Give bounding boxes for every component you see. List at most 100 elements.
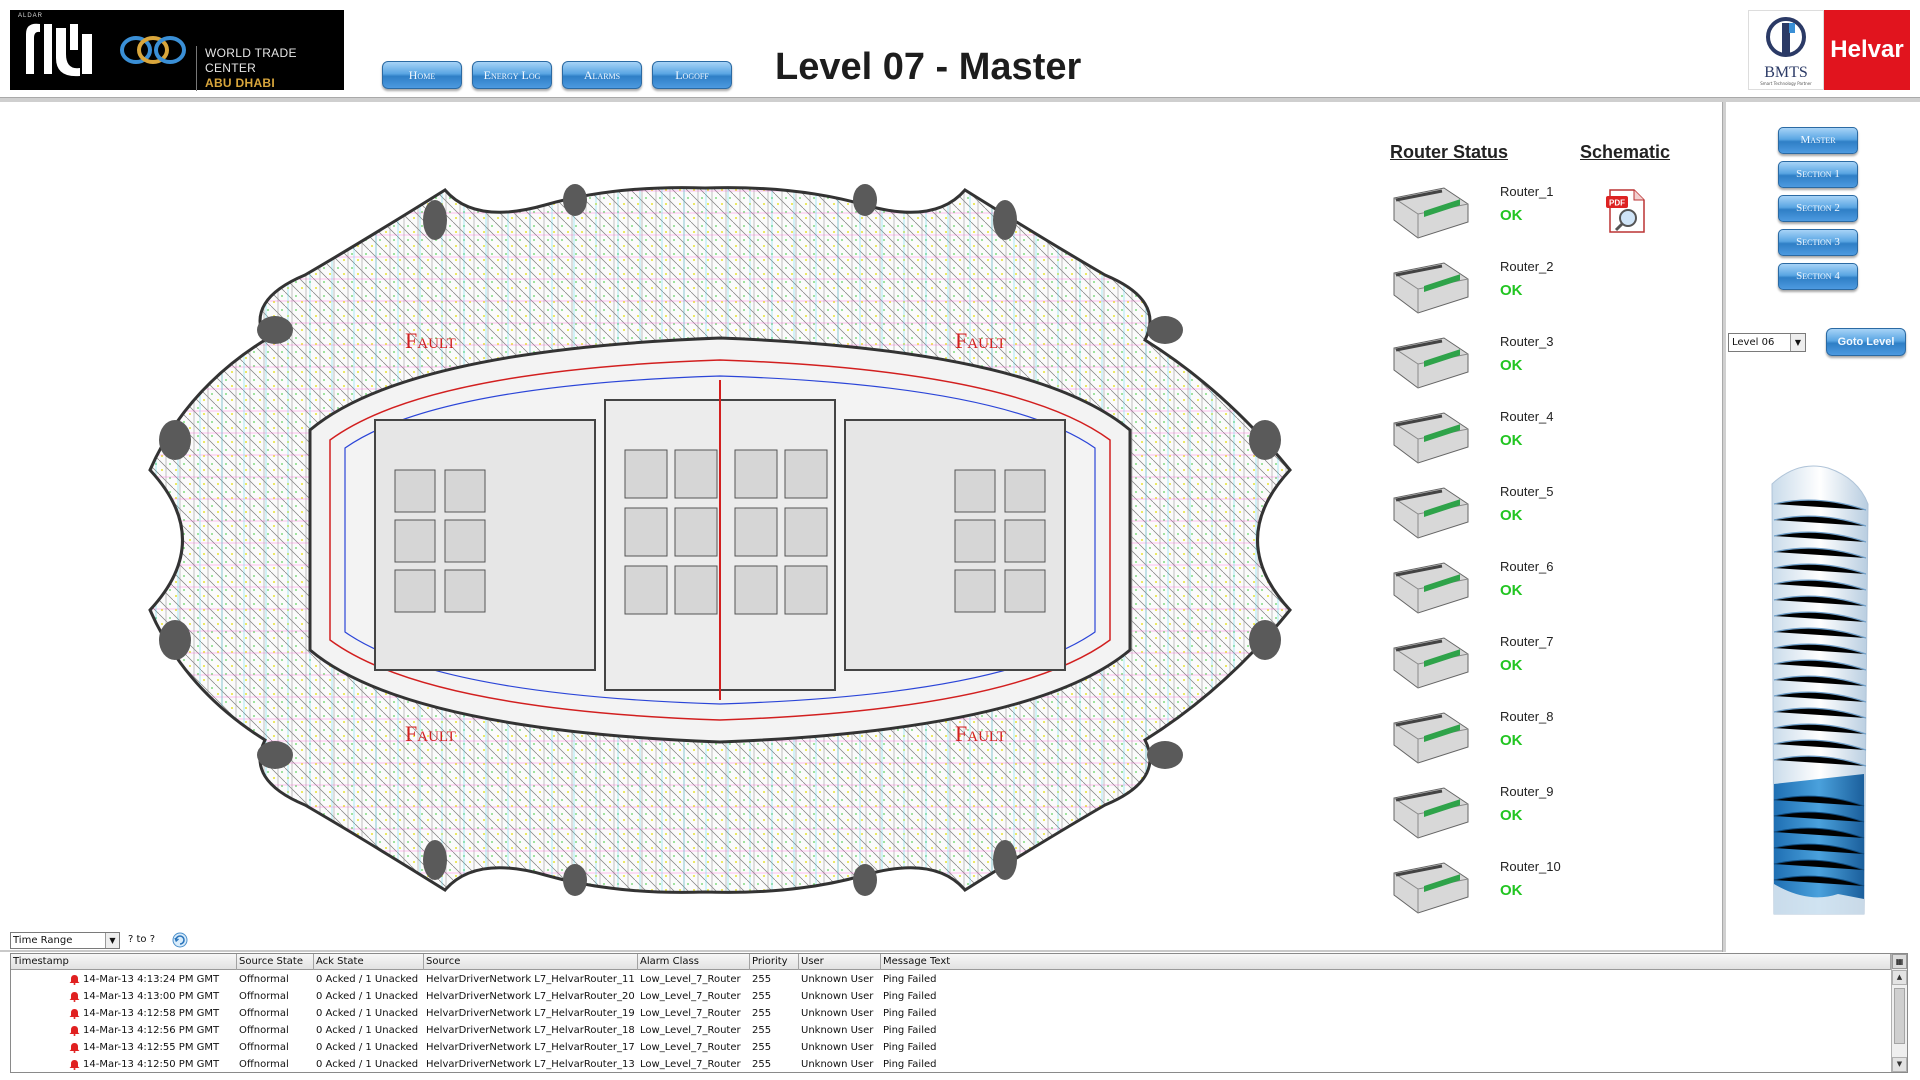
column-menu-icon[interactable]: ▦ <box>1892 954 1907 969</box>
aldar-logo-icon <box>26 23 92 77</box>
cell-timestamp: 14-Mar-13 4:13:00 PM GMT <box>83 991 220 1002</box>
router-device-icon <box>1393 487 1469 539</box>
alarm-row[interactable]: 14-Mar-13 4:12:50 PM GMT Offnormal 0 Ack… <box>11 1056 1891 1072</box>
cell-alarm-class: Low_Level_7_Router <box>640 974 741 985</box>
router-name: Router_4 <box>1500 409 1554 424</box>
home-button[interactable]: Home <box>382 61 462 89</box>
column-header-user[interactable]: User <box>799 954 881 970</box>
router-status: OK <box>1500 657 1523 674</box>
cell-ack-state: 0 Acked / 1 Unacked <box>316 1059 419 1070</box>
bmts-logo-icon <box>1766 17 1806 57</box>
column-header-source[interactable]: Source <box>424 954 638 970</box>
tower-level-graphic[interactable] <box>1768 464 1872 920</box>
refresh-icon[interactable] <box>172 932 188 948</box>
router-status: OK <box>1500 207 1523 224</box>
wtc-title-line2: ABU DHABI <box>205 76 276 90</box>
alarm-bell-icon <box>69 1043 80 1053</box>
bmts-tagline: Smart Technology Partner <box>1760 81 1812 86</box>
wtc-logo-icon <box>120 36 186 64</box>
chevron-down-icon[interactable]: ▼ <box>1790 334 1805 351</box>
router-device-icon <box>1393 562 1469 614</box>
time-range-value: Time Range <box>13 935 73 946</box>
router-status: OK <box>1500 432 1523 449</box>
fault-label-sw: Fault <box>405 721 456 746</box>
alarm-row[interactable]: 14-Mar-13 4:12:55 PM GMT Offnormal 0 Ack… <box>11 1039 1891 1056</box>
alarm-table-scrollbar[interactable]: ▦ ▲ ▼ <box>1891 954 1907 1072</box>
cell-alarm-class: Low_Level_7_Router <box>640 1008 741 1019</box>
router-item-1[interactable]: Router_1 OK <box>1390 180 1590 250</box>
chevron-down-icon[interactable]: ▼ <box>105 933 119 948</box>
column-header-ack-state[interactable]: Ack State <box>314 954 424 970</box>
goto-level-button[interactable]: Goto Level <box>1826 328 1906 356</box>
logoff-button[interactable]: Logoff <box>652 61 732 89</box>
router-status: OK <box>1500 282 1523 299</box>
alarms-button[interactable]: Alarms <box>562 61 642 89</box>
router-name: Router_10 <box>1500 859 1561 874</box>
alarm-row[interactable]: 14-Mar-13 4:12:58 PM GMT Offnormal 0 Ack… <box>11 1005 1891 1022</box>
router-item-9[interactable]: Router_9 OK <box>1390 780 1590 850</box>
router-item-4[interactable]: Router_4 OK <box>1390 405 1590 475</box>
cell-source-state: Offnormal <box>239 974 289 985</box>
router-item-5[interactable]: Router_5 OK <box>1390 480 1590 550</box>
cell-message: Ping Failed <box>883 1059 937 1070</box>
column-header-priority[interactable]: Priority <box>750 954 799 970</box>
pdf-icon[interactable]: PDF <box>1604 188 1646 234</box>
router-item-6[interactable]: Router_6 OK <box>1390 555 1590 625</box>
alarm-row[interactable]: 14-Mar-13 4:13:24 PM GMT Offnormal 0 Ack… <box>11 971 1891 988</box>
alarm-area-divider <box>0 950 1722 952</box>
energy-log-button[interactable]: Energy Log <box>472 61 552 89</box>
column-header-alarm-class[interactable]: Alarm Class <box>638 954 750 970</box>
column-header-source-state[interactable]: Source State <box>237 954 314 970</box>
cell-user: Unknown User <box>801 1042 874 1053</box>
svg-text:PDF: PDF <box>1609 199 1625 208</box>
router-name: Router_8 <box>1500 709 1554 724</box>
scroll-down-icon[interactable]: ▼ <box>1892 1057 1907 1072</box>
scroll-thumb[interactable] <box>1894 988 1905 1044</box>
level-select[interactable]: Level 06 ▼ <box>1728 333 1806 352</box>
cell-source-state: Offnormal <box>239 1008 289 1019</box>
router-status: OK <box>1500 732 1523 749</box>
fault-label-se: Fault <box>955 721 1006 746</box>
router-item-8[interactable]: Router_8 OK <box>1390 705 1590 775</box>
section-2-button[interactable]: Section 2 <box>1778 195 1858 222</box>
column-header-timestamp[interactable]: Timestamp <box>11 954 237 970</box>
router-status: OK <box>1500 807 1523 824</box>
scroll-up-icon[interactable]: ▲ <box>1892 970 1907 985</box>
cell-source-state: Offnormal <box>239 1042 289 1053</box>
section-4-button[interactable]: Section 4 <box>1778 263 1858 290</box>
router-name: Router_7 <box>1500 634 1554 649</box>
router-item-10[interactable]: Router_10 OK <box>1390 855 1590 925</box>
cell-alarm-class: Low_Level_7_Router <box>640 1025 741 1036</box>
router-item-7[interactable]: Router_7 OK <box>1390 630 1590 700</box>
master-button[interactable]: Master <box>1778 127 1858 154</box>
alarm-row[interactable]: 14-Mar-13 4:13:00 PM GMT Offnormal 0 Ack… <box>11 988 1891 1005</box>
router-device-icon <box>1393 262 1469 314</box>
router-item-3[interactable]: Router_3 OK <box>1390 330 1590 400</box>
bmts-label: BMTS <box>1764 64 1808 81</box>
router-device-icon <box>1393 787 1469 839</box>
cell-message: Ping Failed <box>883 991 937 1002</box>
router-item-2[interactable]: Router_2 OK <box>1390 255 1590 325</box>
section-1-button[interactable]: Section 1 <box>1778 161 1858 188</box>
section-3-button[interactable]: Section 3 <box>1778 229 1858 256</box>
column-header-message-text[interactable]: Message Text <box>881 954 1891 970</box>
cell-ack-state: 0 Acked / 1 Unacked <box>316 991 419 1002</box>
wtc-title: WORLD TRADE CENTER ABU DHABI <box>196 46 344 91</box>
cell-source-state: Offnormal <box>239 1059 289 1070</box>
cell-timestamp: 14-Mar-13 4:12:56 PM GMT <box>83 1025 220 1036</box>
router-name: Router_1 <box>1500 184 1554 199</box>
router-device-icon <box>1393 862 1469 914</box>
aldar-wtc-logo: ALDAR WORLD TRADE CENTER ABU DHABI <box>10 10 344 91</box>
time-range-select[interactable]: Time Range ▼ <box>10 932 120 949</box>
cell-priority: 255 <box>752 991 772 1002</box>
alarm-row[interactable]: 14-Mar-13 4:12:56 PM GMT Offnormal 0 Ack… <box>11 1022 1891 1039</box>
router-name: Router_6 <box>1500 559 1554 574</box>
cell-priority: 255 <box>752 1008 772 1019</box>
cell-ack-state: 0 Acked / 1 Unacked <box>316 1008 419 1019</box>
router-device-icon <box>1393 637 1469 689</box>
cell-alarm-class: Low_Level_7_Router <box>640 1059 741 1070</box>
alarm-table-header: Timestamp Source State Ack State Source … <box>11 954 1891 970</box>
router-device-icon <box>1393 412 1469 464</box>
cell-alarm-class: Low_Level_7_Router <box>640 1042 741 1053</box>
